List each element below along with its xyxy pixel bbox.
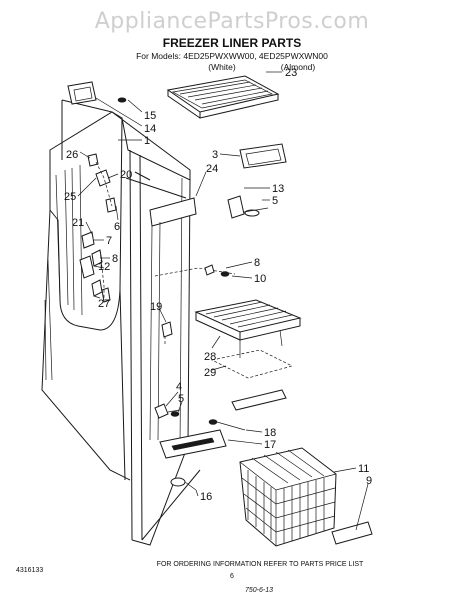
callout-4: 4 bbox=[176, 381, 182, 393]
part-3-panel bbox=[239, 143, 287, 169]
callout-19: 19 bbox=[150, 301, 162, 313]
part-24-rail bbox=[149, 197, 197, 441]
left-side-components bbox=[67, 81, 127, 303]
color-white-label: (White) bbox=[208, 62, 236, 72]
callout-1: 1 bbox=[144, 135, 150, 147]
part-4-fastener bbox=[154, 403, 181, 419]
callout-11: 11 bbox=[358, 463, 369, 475]
footer-ordering-note: FOR ORDERING INFORMATION REFER TO PARTS … bbox=[157, 561, 364, 568]
callout-17: 17 bbox=[264, 439, 276, 451]
part-9-strip bbox=[331, 521, 373, 545]
part-13-bracket bbox=[227, 195, 269, 219]
part-23-shelf bbox=[166, 75, 280, 119]
callout-24: 24 bbox=[206, 163, 218, 175]
callout-18: 18 bbox=[264, 427, 276, 439]
callout-21: 21 bbox=[72, 217, 84, 229]
footer-handwritten-code: 750-6-13 bbox=[245, 587, 273, 594]
callout-13: 13 bbox=[272, 183, 284, 195]
footer-doc-number: 4316133 bbox=[16, 567, 43, 574]
callout-5-upper: 5 bbox=[272, 195, 278, 207]
callout-29: 29 bbox=[204, 367, 216, 379]
part-10-fastener bbox=[154, 264, 236, 277]
callout-26: 26 bbox=[66, 149, 78, 161]
callout-25: 25 bbox=[64, 191, 76, 203]
part-18-screw bbox=[208, 419, 246, 431]
part-17-rail bbox=[159, 429, 227, 459]
part-19-clip bbox=[161, 321, 173, 346]
callout-8: 8 bbox=[112, 253, 118, 265]
callout-8-right: 8 bbox=[254, 257, 260, 269]
callout-12: 12 bbox=[98, 261, 110, 273]
diagram-title: FREEZER LINER PARTS bbox=[163, 36, 301, 50]
callouts: 23 15 14 1 26 20 25 6 21 7 12 8 27 3 24 … bbox=[64, 67, 372, 503]
color-almond-label: (Almond) bbox=[281, 62, 316, 72]
callout-16: 16 bbox=[200, 491, 212, 503]
callout-7: 7 bbox=[106, 235, 112, 247]
callout-27: 27 bbox=[98, 298, 110, 310]
callout-14: 14 bbox=[144, 123, 156, 135]
callout-10: 10 bbox=[254, 273, 266, 285]
callout-9: 9 bbox=[366, 475, 372, 487]
callout-20: 20 bbox=[120, 169, 132, 181]
callout-15: 15 bbox=[144, 110, 156, 122]
part-28-wire-shelf bbox=[194, 299, 302, 358]
callout-6: 6 bbox=[114, 221, 120, 233]
callout-28: 28 bbox=[204, 351, 216, 363]
footer-page-number: 6 bbox=[230, 573, 234, 580]
callout-3: 3 bbox=[212, 149, 218, 161]
models-line: For Models: 4ED25PWXWW00, 4ED25PWXWN00 bbox=[136, 51, 328, 61]
callout-5-lower: 5 bbox=[178, 393, 184, 405]
part-16-cap bbox=[170, 477, 197, 491]
callout-23: 23 bbox=[285, 67, 297, 79]
part-11-basket bbox=[239, 447, 337, 547]
leader-lines bbox=[77, 71, 369, 531]
part-29-strip bbox=[210, 349, 293, 411]
watermark-text: AppliancePartsPros.com bbox=[95, 9, 370, 34]
